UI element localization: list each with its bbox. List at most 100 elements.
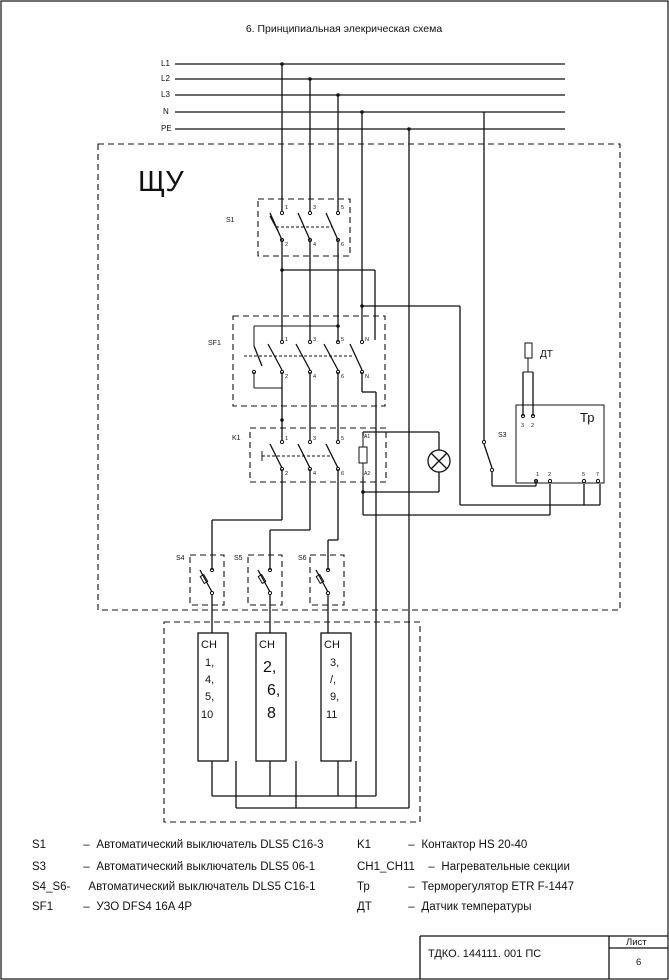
- bus-label-l1: L1: [161, 59, 170, 68]
- svg-text:6: 6: [341, 471, 344, 477]
- svg-text:3,: 3,: [330, 657, 339, 669]
- svg-text:4: 4: [313, 471, 316, 477]
- s3-switch: S3: [481, 432, 507, 473]
- s6-label: S6: [298, 555, 307, 562]
- bus-label-n: N: [163, 107, 169, 116]
- svg-text:2: 2: [285, 242, 288, 248]
- heater-section-1: CH 1, 4, 5, 10: [197, 632, 229, 762]
- svg-text:3: 3: [313, 337, 316, 343]
- svg-text:2: 2: [285, 471, 288, 477]
- legend-dash: –: [408, 839, 415, 851]
- tr-label: Тр: [580, 410, 594, 425]
- legend-text: Автоматический выключатель DLS5 C16-1: [88, 881, 316, 893]
- k1-label: K1: [232, 435, 241, 442]
- svg-text:6: 6: [341, 242, 344, 248]
- legend-code: SF1: [32, 901, 54, 913]
- legend-code: Тр: [357, 881, 370, 893]
- svg-text:3: 3: [313, 205, 316, 211]
- legend-dash: –: [83, 861, 90, 873]
- temperature-sensor: ДТ: [523, 342, 553, 373]
- svg-text:1: 1: [285, 205, 288, 211]
- heater-section-2: CH 2, 6, 8: [255, 632, 287, 762]
- doc-number: ТДКО. 144111. 001 ПС: [428, 948, 541, 960]
- heater-enclosure: [163, 621, 421, 823]
- svg-text:5: 5: [341, 205, 344, 211]
- legend-code: S3: [32, 861, 47, 873]
- junction: [280, 268, 284, 272]
- svg-text:A1: A1: [364, 434, 370, 440]
- s6-breaker: S6: [298, 554, 345, 606]
- svg-text:1: 1: [285, 337, 288, 343]
- sf1-label: SF1: [208, 340, 221, 347]
- legend-code: K1: [357, 839, 372, 851]
- svg-text:CH: CH: [201, 639, 217, 651]
- heater-section-3: CH 3, /, 9, 11: [320, 632, 352, 762]
- svg-text:8: 8: [267, 705, 276, 722]
- thermoregulator: Тр 3 2 1 2 5 7: [515, 404, 605, 484]
- k1-coil: [358, 446, 368, 464]
- svg-text:11: 11: [326, 709, 337, 721]
- junction: [336, 324, 340, 328]
- s4-label: S4: [176, 555, 185, 562]
- legend-dash: –: [83, 901, 90, 913]
- svg-text:1,: 1,: [205, 657, 214, 669]
- legend-item: S3 – Автоматический выключатель DLS5 06-…: [32, 861, 315, 873]
- svg-text:2: 2: [285, 374, 288, 380]
- legend-text: Терморегулятор ETR F-1447: [421, 881, 575, 893]
- legend-code: CH1_CH11: [357, 861, 415, 873]
- legend-code: S1: [32, 839, 47, 851]
- sf1-rcd: SF1 1 3 5 N 2 4 6 N: [208, 315, 386, 407]
- svg-text:5: 5: [341, 436, 344, 442]
- panel-label: ЩУ: [138, 166, 184, 198]
- svg-text:CH: CH: [324, 639, 340, 651]
- panel-enclosure: [97, 143, 621, 611]
- svg-text:4,: 4,: [205, 674, 214, 686]
- k1-contactor: K1 1 3 5 A1 2 4 6 A2: [232, 427, 387, 483]
- legend-item: K1 – Контактор HS 20-40: [357, 839, 527, 851]
- svg-text:10: 10: [201, 709, 213, 721]
- legend-item: S1 – Автоматический выключатель DLS5 C16…: [32, 839, 324, 851]
- svg-text:4: 4: [313, 242, 316, 248]
- svg-text:5: 5: [341, 337, 344, 343]
- legend-dash: –: [83, 839, 90, 851]
- junction: [360, 304, 364, 308]
- svg-text:4: 4: [313, 374, 316, 380]
- legend-item: SF1 – УЗО DFS4 16A 4P: [32, 901, 192, 913]
- legend-text: УЗО DFS4 16A 4P: [96, 901, 193, 913]
- svg-text:CH: CH: [259, 639, 275, 651]
- s1-breaker: S1 1 3 5 2 4 6: [226, 198, 351, 257]
- svg-text:/,: /,: [330, 674, 336, 686]
- svg-text:7: 7: [596, 472, 599, 478]
- legend-dash: –: [428, 861, 435, 873]
- junction: [280, 418, 284, 422]
- bus-label-l3: L3: [161, 90, 170, 99]
- svg-text:6: 6: [341, 374, 344, 380]
- sheet-label: Лист: [626, 937, 647, 948]
- legend-text: Автоматический выключатель DLS5 C16-3: [96, 839, 324, 851]
- bus-label-pe: PE: [161, 124, 172, 133]
- legend-item: S4_S6- Автоматический выключатель DLS5 C…: [32, 881, 316, 893]
- legend-text: Датчик температуры: [421, 901, 532, 913]
- svg-text:9,: 9,: [330, 691, 339, 703]
- title-block: ТДКО. 144111. 001 ПС Лист 6: [419, 935, 668, 979]
- svg-text:3: 3: [313, 436, 316, 442]
- s3-label: S3: [498, 432, 507, 439]
- s5-label: S5: [234, 555, 243, 562]
- s4-breaker: S4: [176, 554, 225, 606]
- s1-label: S1: [226, 217, 235, 224]
- svg-text:2,: 2,: [263, 659, 276, 676]
- bus-label-l2: L2: [161, 74, 170, 83]
- svg-text:N: N: [365, 337, 369, 343]
- svg-text:1: 1: [285, 436, 288, 442]
- legend-item: ДТ – Датчик температуры: [357, 901, 532, 913]
- s5-breaker: S5: [234, 554, 283, 606]
- diagram-title: 6. Принципиальная элекрическая схема: [246, 23, 442, 35]
- legend-dash: –: [408, 881, 415, 893]
- svg-text:5,: 5,: [205, 691, 214, 703]
- legend-code: S4_S6-: [32, 881, 71, 893]
- svg-text:2: 2: [548, 472, 551, 478]
- svg-text:5: 5: [582, 472, 585, 478]
- svg-text:1: 1: [536, 472, 539, 478]
- svg-text:6,: 6,: [267, 682, 280, 699]
- legend-item: Тр – Терморегулятор ETR F-1447: [357, 881, 574, 893]
